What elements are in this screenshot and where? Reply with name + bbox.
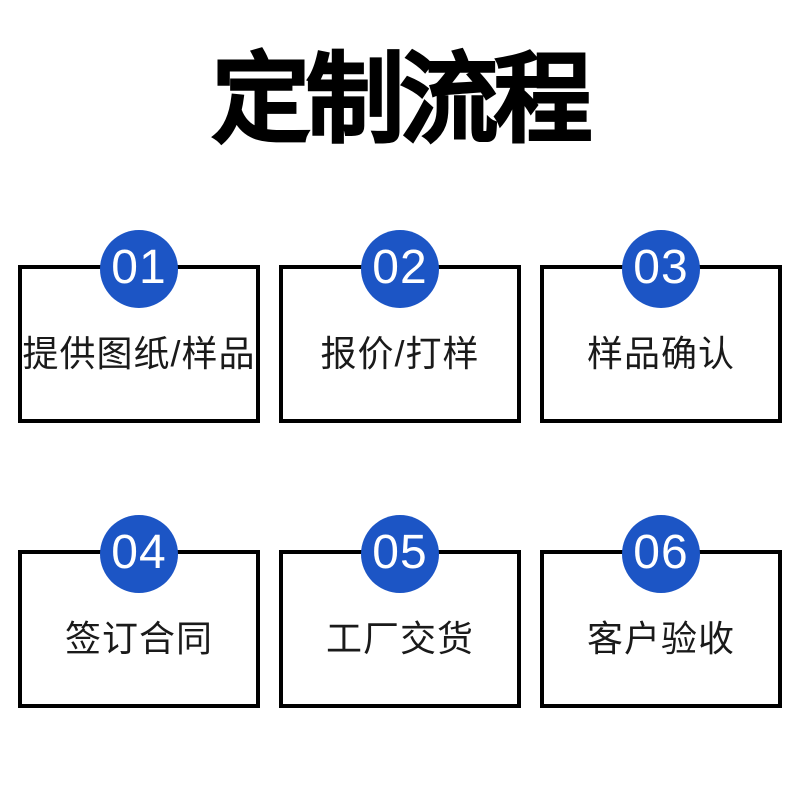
process-steps-grid: 01 提供图纸/样品 02 报价/打样 03 样品确认 04 签订合同 05 [0,229,800,708]
step-card-4: 04 签订合同 [18,514,260,708]
step-number: 05 [372,525,428,579]
custom-process-infographic: 定制流程 01 提供图纸/样品 02 报价/打样 03 样品确认 04 签订合同 [0,44,800,800]
step-number: 06 [633,525,689,579]
page-title: 定制流程 [211,44,593,154]
step-card-3: 03 样品确认 [540,229,782,423]
step-label: 样品确认 [586,332,735,374]
step-number-badge: 03 [622,229,700,308]
step-label: 提供图纸/样品 [22,332,256,374]
step-label: 客户验收 [586,617,735,659]
step-card-2: 02 报价/打样 [279,229,521,423]
step-number-badge: 04 [100,514,178,593]
step-number-badge: 02 [361,229,439,308]
step-number-badge: 01 [100,229,178,308]
step-label: 签订合同 [64,617,213,659]
step-label: 工厂交货 [325,617,474,659]
step-card-1: 01 提供图纸/样品 [18,229,260,423]
step-card-6: 06 客户验收 [540,514,782,708]
step-number: 04 [111,525,167,579]
step-number-badge: 05 [361,514,439,593]
step-number: 01 [111,240,167,294]
step-number: 02 [372,240,428,294]
step-number-badge: 06 [622,514,700,593]
step-card-5: 05 工厂交货 [279,514,521,708]
step-number: 03 [633,240,689,294]
step-label: 报价/打样 [320,332,480,374]
